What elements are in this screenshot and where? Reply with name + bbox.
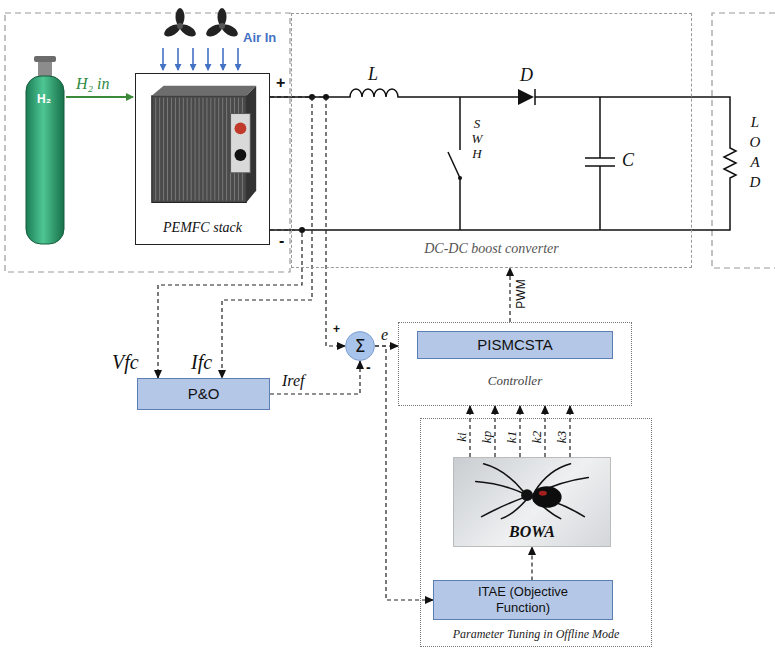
node-text: P&O [188,385,220,403]
process-box: P&O [137,378,270,410]
fuel-cell-stack: PEMFC stack [135,73,270,245]
objective-box: ITAE (Objective Function) [433,580,613,619]
controller-box: PISMCSTA [417,331,613,359]
signal-arrow [494,406,495,457]
signal-label: k2 [530,431,543,443]
tank-label: H₂ [37,92,51,106]
signal-arrow [469,406,470,457]
signal-arrow [375,346,433,600]
signal-arrow [270,97,345,346]
component-label: L O A D [748,112,762,192]
signal-label: Iref [282,372,305,390]
converter-wiring [270,89,736,230]
summing-junction: Σ [345,331,375,361]
signal-label: Ifc [191,351,212,374]
signal-arrow [270,361,360,394]
switch-contact [458,176,462,180]
component-label: C [622,150,634,171]
node-text: PEMFC stack [136,220,269,237]
node-text: Controller [399,373,631,389]
hydrogen-arrow [66,96,133,98]
signal-label: e [381,326,388,344]
air-arrows [163,48,238,70]
signal-arrow [519,406,520,457]
sign-label: - [366,359,371,375]
fan-icon [204,8,240,39]
signal-label: ki [455,432,468,441]
controller-group: Controller PISMCSTA [398,322,632,406]
signal-arrow [531,547,532,580]
flow-label: Air In [243,30,276,45]
flow-label: H₂ in [76,75,110,93]
signal-label: kp [480,431,493,443]
terminal-sign: - [279,232,284,250]
node-text: BOWA [454,522,610,541]
fan-icon [162,8,198,39]
terminal-sign: + [276,74,285,92]
diode-symbol [518,89,534,105]
fuel-cell-region [5,13,290,272]
signal-arrow [158,230,302,378]
optimizer-image: BOWA [453,457,611,547]
converter-region: DC-DC boost converter [291,13,692,268]
signal-label: PWM [515,279,527,308]
node-text: DC-DC boost converter [292,241,691,258]
tuning-group: Parameter Tuning in Offline Mode BOWA ITAE… [420,418,652,647]
signal-arrow [544,406,545,457]
fuel-cell-picture [136,74,269,244]
hydrogen-tank [26,56,64,244]
node-text: Parameter Tuning in Offline Mode [421,627,651,641]
node-text: Σ [355,336,366,356]
signal-arrow [509,268,510,322]
sign-label: + [333,322,340,336]
signal-label: k1 [505,431,518,443]
component-label: S W H [470,116,484,161]
component-label: D [520,65,533,86]
node-text: ITAE (Objective Function) [457,584,589,615]
signal-label: Vfc [112,351,139,374]
signal-arrow [569,406,570,457]
component-label: L [368,64,378,85]
signal-label: k3 [555,431,568,443]
node-text: PISMCSTA [477,336,553,354]
